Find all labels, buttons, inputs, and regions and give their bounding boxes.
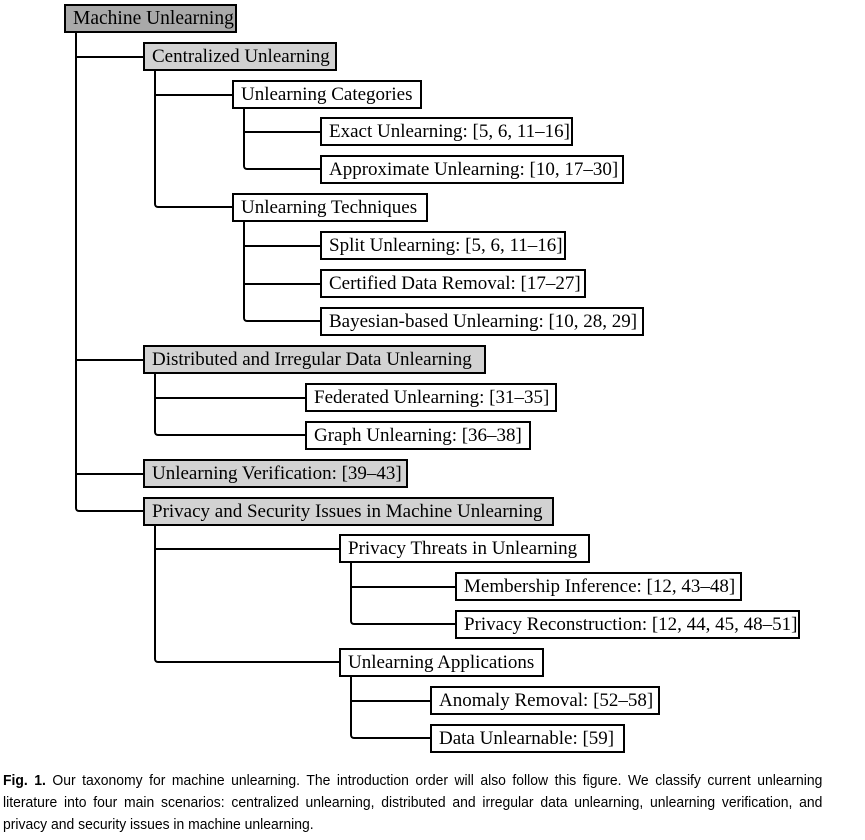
connector-branch xyxy=(75,358,143,361)
connector-trunk xyxy=(350,563,455,625)
connector-branch xyxy=(75,55,143,58)
tree-node-machine-unlearning: Machine Unlearning xyxy=(64,4,237,33)
connector-trunk xyxy=(350,677,430,739)
tree-node-data-unlearnable-59: Data Unlearnable: [59] xyxy=(430,724,625,753)
connector-branch xyxy=(154,547,339,550)
tree-node-membership-inference-12-43-48: Membership Inference: [12, 43–48] xyxy=(455,572,742,601)
tree-node-unlearning-categories: Unlearning Categories xyxy=(232,80,422,109)
connector-branch xyxy=(154,396,305,399)
connector-trunk xyxy=(154,71,232,208)
tree-node-certified-data-removal-17-27: Certified Data Removal: [17–27] xyxy=(320,269,586,298)
connector-branch xyxy=(350,699,430,702)
connector-branch xyxy=(350,585,455,588)
tree-node-unlearning-verification-39-43: Unlearning Verification: [39–43] xyxy=(143,459,408,488)
connector-branch xyxy=(75,472,143,475)
connector-trunk xyxy=(243,109,320,170)
tree-node-approximate-unlearning-10-17-30: Approximate Unlearning: [10, 17–30] xyxy=(320,155,624,184)
tree-node-anomaly-removal-52-58: Anomaly Removal: [52–58] xyxy=(430,686,660,715)
tree-node-federated-unlearning-31-35: Federated Unlearning: [31–35] xyxy=(305,383,557,412)
connector-trunk xyxy=(243,222,320,322)
tree-node-split-unlearning-5-6-11-16: Split Unlearning: [5, 6, 11–16] xyxy=(320,231,566,260)
figure-caption-text: Our taxonomy for machine unlearning. The… xyxy=(3,773,823,834)
tree-node-exact-unlearning-5-6-11-16: Exact Unlearning: [5, 6, 11–16] xyxy=(320,117,573,146)
figure-caption: Fig. 1. Our taxonomy for machine unlearn… xyxy=(3,770,822,837)
tree-node-unlearning-applications: Unlearning Applications xyxy=(339,648,544,677)
tree-node-bayesian-based-unlearning-10-28-29: Bayesian-based Unlearning: [10, 28, 29] xyxy=(320,307,644,336)
figure-label: Fig. 1. xyxy=(3,773,46,789)
connector-branch xyxy=(243,282,320,285)
tree-node-graph-unlearning-36-38: Graph Unlearning: [36–38] xyxy=(305,421,531,450)
connector-branch xyxy=(243,130,320,133)
connector-branch xyxy=(154,93,232,96)
tree-node-centralized-unlearning: Centralized Unlearning xyxy=(143,42,337,71)
tree-node-privacy-reconstruction-12-44-45-48-51: Privacy Reconstruction: [12, 44, 45, 48–… xyxy=(455,610,800,639)
connector-trunk xyxy=(154,374,305,436)
connector-branch xyxy=(243,244,320,247)
tree-node-unlearning-techniques: Unlearning Techniques xyxy=(232,193,428,222)
connector-trunk xyxy=(154,526,339,663)
tree-node-privacy-threats-in-unlearning: Privacy Threats in Unlearning xyxy=(339,534,590,563)
connector-trunk xyxy=(75,33,143,512)
tree-node-distributed-and-irregular-data-unlearning: Distributed and Irregular Data Unlearnin… xyxy=(143,345,486,374)
tree-node-privacy-and-security-issues-in-machine-unl: Privacy and Security Issues in Machine U… xyxy=(143,497,554,526)
